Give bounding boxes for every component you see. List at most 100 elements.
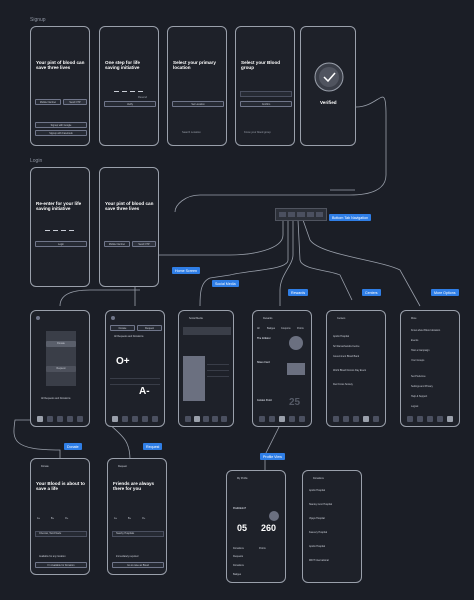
hospital-field[interactable]: [112, 531, 164, 537]
tab-request[interactable]: Request: [137, 325, 162, 331]
blood-group-select[interactable]: [240, 91, 292, 97]
more-item[interactable]: Know about Blood donation: [411, 329, 441, 332]
center-item[interactable]: Sri Ramachandra Centre: [333, 345, 360, 348]
tag-bottom-tab: Bottom Tab Navigation: [329, 214, 372, 221]
more-item[interactable]: Help & Support: [411, 395, 428, 398]
chip-points[interactable]: Points: [297, 327, 304, 330]
login-otp-input[interactable]: [45, 230, 74, 231]
verified-label: Verified: [320, 100, 337, 105]
confirm-button[interactable]: Confirm: [240, 101, 292, 107]
profile-item[interactable]: Donations: [233, 564, 244, 567]
avatar[interactable]: [111, 316, 115, 320]
login-button[interactable]: Login: [35, 241, 87, 247]
group-option[interactable]: B+: [128, 517, 131, 520]
center-item[interactable]: Red Cross Society: [333, 383, 353, 386]
group-option[interactable]: B+: [51, 517, 54, 520]
donate-submit-button[interactable]: I'm Available for Donation: [35, 562, 87, 568]
social-header: [183, 327, 231, 335]
home-donate-button[interactable]: Donate: [46, 341, 76, 347]
tag-donate: Donate: [64, 443, 82, 450]
more-item[interactable]: Set Prefernce: [411, 375, 426, 378]
request-submit-button[interactable]: Go to raise an Blood: [112, 562, 164, 568]
donation-item[interactable]: MIOT International: [309, 559, 329, 562]
group-option[interactable]: O+: [65, 517, 69, 520]
group-option[interactable]: A+: [114, 517, 117, 520]
card-initiator[interactable]: The Initiator: [257, 337, 271, 340]
login-phone-input[interactable]: Mobile Number: [104, 241, 130, 247]
more-screen: More Know about Blood donation Events Ho…: [400, 310, 460, 427]
group-option[interactable]: A+: [37, 517, 40, 520]
profile-item[interactable]: Badges: [233, 573, 242, 576]
chip-all[interactable]: All: [257, 327, 260, 330]
stat-points: 260: [261, 523, 277, 533]
signup-google-button[interactable]: Signup with Google: [35, 122, 87, 128]
list-item[interactable]: [110, 379, 160, 385]
avatar[interactable]: [269, 511, 279, 521]
chip-badges[interactable]: Badges: [267, 327, 276, 330]
list-item[interactable]: [110, 373, 160, 379]
send-otp-button[interactable]: Send OTP: [63, 99, 87, 105]
blood-group-title: Select your Blood group: [241, 60, 281, 71]
group-option[interactable]: O+: [142, 517, 146, 520]
signup-screen-1: Your pint of blood can save three lives …: [30, 26, 90, 146]
tab-home[interactable]: [279, 212, 287, 217]
tab-donate[interactable]: Donate: [110, 325, 135, 331]
chip-coupons[interactable]: Coupons: [281, 327, 291, 330]
stat-label: Points: [259, 547, 266, 550]
donate-headline: Your Blood is about to save a life: [36, 481, 85, 492]
social-screen: Social Media: [178, 310, 234, 427]
otp-input[interactable]: [114, 91, 143, 92]
profile-screen: My Profile Prathiksh P 05 260 Donations …: [226, 470, 286, 583]
more-item[interactable]: Events: [411, 339, 419, 342]
availability-option[interactable]: Available for any location: [39, 555, 66, 558]
phone-input[interactable]: Mobile Number: [35, 99, 61, 105]
resend-link[interactable]: Resend: [138, 96, 147, 99]
profile-item[interactable]: Requests: [233, 555, 244, 558]
requests-screen: Donate Request All Requests and Donation…: [105, 310, 165, 427]
donation-item[interactable]: Kauvery Hospital: [309, 531, 328, 534]
more-item[interactable]: Your Groups: [411, 359, 425, 362]
urgency-option[interactable]: Immediately required: [116, 555, 139, 558]
location-field[interactable]: [35, 531, 87, 537]
donation-item[interactable]: Stanley Govt Hospital: [309, 503, 332, 506]
tab-social[interactable]: [288, 212, 296, 217]
tag-home-screen: Home Screen: [172, 267, 200, 274]
center-item[interactable]: Government Blood Bank: [333, 355, 360, 358]
donation-item[interactable]: Vijaya Hospital: [309, 517, 325, 520]
more-item[interactable]: Settings and Privacy: [411, 385, 433, 388]
more-item[interactable]: Host a Campaign: [411, 349, 430, 352]
social-post-image[interactable]: [183, 356, 205, 401]
tab-rewards[interactable]: [297, 212, 305, 217]
donation-item[interactable]: Apollo Hospital: [309, 545, 325, 548]
tab-centers[interactable]: [306, 212, 314, 217]
set-location-button[interactable]: Set Location: [172, 101, 224, 107]
search-location-link[interactable]: Search Location: [182, 131, 201, 134]
profile-title: My Profile: [237, 477, 248, 480]
logout-item[interactable]: Logout: [411, 405, 419, 408]
signup-screen-2: One step for life saving initiative Rese…: [99, 26, 159, 146]
donation-item[interactable]: Apollo Hospital: [309, 489, 325, 492]
signup-facebook-button[interactable]: Signup with Facebook: [35, 130, 87, 136]
know-blood-group-link[interactable]: Know your blood group: [244, 131, 271, 134]
blood-group-1: O+: [116, 356, 130, 367]
tag-social-media: Social Media: [212, 280, 239, 287]
donations-screen: Donations Apollo Hospital Stanley Govt H…: [302, 470, 362, 583]
profile-avatar[interactable]: [36, 316, 40, 320]
card-golden-point[interactable]: Golden Point: [257, 399, 272, 402]
login-send-otp-button[interactable]: Send OTP: [132, 241, 156, 247]
bottom-nav: [185, 416, 227, 422]
stat-label: Donations: [233, 547, 244, 550]
tag-profile-view: Profile View: [260, 453, 285, 460]
center-item[interactable]: Apollo Hospital: [333, 335, 349, 338]
center-item[interactable]: World Blood Donors Day Event: [333, 369, 367, 372]
section-label-signup: Signup: [30, 17, 46, 23]
bottom-nav: [37, 416, 83, 422]
donate-screen: Donate Your Blood is about to save a lif…: [30, 458, 90, 575]
login-title-2: Your pint of blood can save three lives: [105, 201, 154, 212]
home-request-button[interactable]: Request: [46, 366, 76, 372]
centers-screen: Centers Apollo Hospital Sri Ramachandra …: [326, 310, 386, 427]
card-share[interactable]: Share Card: [257, 361, 270, 364]
tab-more[interactable]: [315, 212, 324, 217]
verify-button[interactable]: Verify: [104, 101, 156, 107]
section-label-login: Login: [30, 158, 43, 164]
